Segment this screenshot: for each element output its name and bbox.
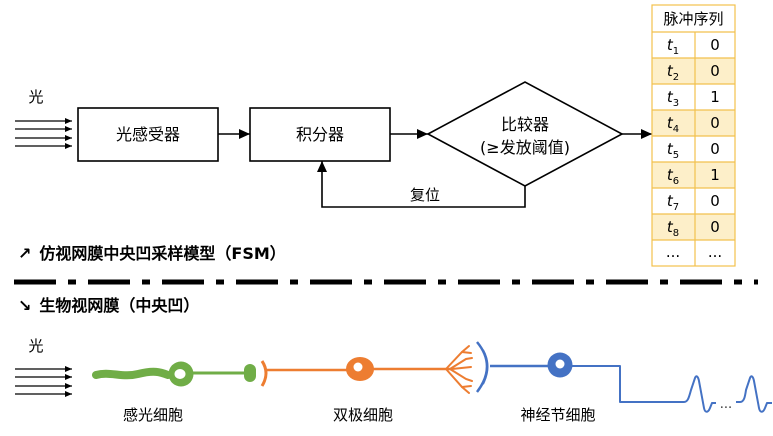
spike-time-label: t6 <box>667 166 679 187</box>
photoreceptor-nucleus <box>174 369 186 379</box>
light-input-arrows <box>15 118 72 149</box>
spike-table-row-highlight <box>652 110 735 136</box>
light-input-label: 光 <box>28 88 43 106</box>
ganglion-cell-label: 神经节细胞 <box>520 406 595 424</box>
spike-value: 0 <box>710 62 720 80</box>
terminal-branch <box>445 345 470 370</box>
integrator-box-label: 积分器 <box>296 125 344 144</box>
photoreceptor-terminal <box>244 364 256 382</box>
photoreceptor-cell-label: 感光细胞 <box>123 406 183 424</box>
spike-time-label: t8 <box>667 218 679 239</box>
comparator-diamond <box>426 81 624 187</box>
spike-time-label: t3 <box>667 88 679 109</box>
spike-time-label: t2 <box>667 62 679 83</box>
comparator-condition: (≥发放阈值) <box>480 138 570 157</box>
bio-light-input-label: 光 <box>28 337 43 355</box>
spike-train-ellipsis: ... <box>720 397 732 412</box>
spike-time-symbol: t <box>667 140 674 158</box>
ganglion-spike-train-continued <box>736 375 772 413</box>
spike-time-symbol: t <box>667 166 674 184</box>
spike-time-symbol: t <box>667 192 674 210</box>
bipolar-nucleus <box>353 362 363 372</box>
spike-time-symbol: t <box>667 218 674 236</box>
spike-time-symbol: t <box>667 88 674 106</box>
bio-section-title: ↘ 生物视网膜（中央凹） <box>18 296 199 315</box>
ganglion-dendrite-cup-inner <box>482 349 489 385</box>
spike-value: 0 <box>710 192 720 210</box>
spike-time-index: 5 <box>673 150 679 161</box>
spike-value: 1 <box>710 88 720 106</box>
spike-time-index: 3 <box>673 98 679 109</box>
bipolar-axon-terminal-branches <box>445 345 473 394</box>
spike-time-index: 1 <box>673 46 679 57</box>
spike-time-index: 7 <box>673 202 679 213</box>
arrow-up-right-icon: ↗ <box>18 244 31 263</box>
spike-value: 0 <box>710 140 720 158</box>
spike-time-symbol: t <box>667 114 674 132</box>
bipolar-dendrite-cup <box>260 360 268 387</box>
biological-retina: 光 感光细胞 <box>15 337 772 424</box>
spike-table: 脉冲序列 t1 0 t2 0 t3 1 t4 0 t5 0 t6 1 t7 0 … <box>651 4 736 267</box>
terminal-branch <box>461 385 472 388</box>
reset-label: 复位 <box>410 186 440 204</box>
terminal-branch <box>449 368 473 382</box>
reset-feedback-arrow <box>317 161 526 208</box>
photoreceptor-cell <box>92 361 256 387</box>
bio-light-input-arrows <box>15 366 72 397</box>
spike-value: 0 <box>710 114 720 132</box>
fsm-section-title: ↗ 仿视网膜中央凹采样模型（FSM） <box>18 244 286 263</box>
terminal-branch <box>449 357 473 370</box>
terminal-branch <box>451 366 472 370</box>
ganglion-nucleus <box>555 359 565 369</box>
fsm-model: 光 光感受器 积分器 比较器 (≥发放阈值) 复位 <box>15 81 652 208</box>
spike-value-ellipsis: ... <box>708 243 722 261</box>
ganglion-axon-spike-train <box>572 365 716 413</box>
spike-table-row-highlight <box>652 214 735 240</box>
fsm-section-title-text: 仿视网膜中央凹采样模型（FSM） <box>39 244 285 263</box>
photoreceptor-box-label: 光感受器 <box>116 125 180 144</box>
spike-time-index: 8 <box>673 228 679 239</box>
spike-time-index: 2 <box>673 72 679 83</box>
photoreceptor-outer-segment <box>92 367 172 380</box>
spike-table-row-highlight <box>652 58 735 84</box>
spike-time-symbol: t <box>667 62 674 80</box>
spike-value: 1 <box>710 166 720 184</box>
spike-time-ellipsis: ... <box>666 243 680 261</box>
spike-value: 0 <box>710 218 720 236</box>
ganglion-dendrite-cup <box>476 341 489 393</box>
spike-time-index: 4 <box>673 124 679 135</box>
bipolar-cell-label: 双极细胞 <box>333 406 393 424</box>
spike-time-index: 6 <box>673 176 679 187</box>
spike-table-row-highlight <box>652 162 735 188</box>
photoreceptor-box <box>77 107 219 162</box>
spike-time-label: t5 <box>667 140 679 161</box>
spike-time-label: t1 <box>667 36 679 57</box>
ganglion-cell: ... <box>476 341 772 413</box>
spike-time-label: t7 <box>667 192 679 213</box>
bio-section-title-text: 生物视网膜（中央凹） <box>39 296 199 315</box>
arrow-down-right-icon: ↘ <box>18 296 31 315</box>
spike-time-symbol: t <box>667 36 674 54</box>
spike-value: 0 <box>710 36 720 54</box>
bipolar-cell <box>260 345 473 394</box>
spike-table-header: 脉冲序列 <box>663 10 723 28</box>
comparator-title: 比较器 <box>501 115 549 134</box>
spike-time-label: t4 <box>667 114 679 135</box>
terminal-branch <box>461 351 472 354</box>
